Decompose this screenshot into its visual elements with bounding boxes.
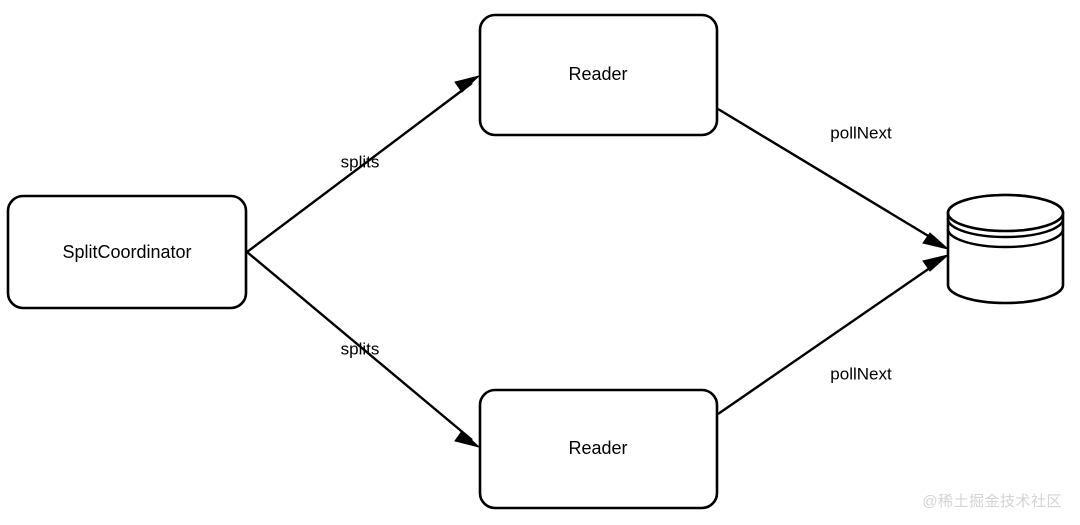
reader-bottom-box[interactable] bbox=[478, 388, 719, 510]
edge-label-splits-bottom: splits bbox=[341, 339, 380, 358]
edge-pollnext-bottom-line bbox=[717, 260, 941, 415]
node-datastore[interactable] bbox=[946, 193, 1065, 305]
edge-label-pollnext-bottom: pollNext bbox=[830, 364, 892, 383]
node-split-coordinator[interactable]: SplitCoordinator bbox=[6, 194, 248, 310]
edge-splits-bottom-arrowhead bbox=[454, 430, 481, 448]
edge-label-pollnext-top: pollNext bbox=[830, 123, 892, 142]
edge-pollnext-bottom bbox=[717, 254, 949, 415]
edge-label-splits-top: splits bbox=[341, 152, 380, 171]
edge-pollnext-bottom-arrowhead bbox=[922, 254, 949, 272]
edge-splits-top-line bbox=[246, 82, 473, 253]
edge-pollnext-top-line bbox=[717, 107, 941, 245]
datastore-ridge-2 bbox=[946, 227, 1065, 249]
edge-splits-bottom bbox=[246, 251, 481, 448]
edge-splits-top bbox=[246, 75, 481, 253]
edge-pollnext-top-arrowhead bbox=[922, 232, 949, 250]
watermark: @稀土掘金技术社区 bbox=[922, 493, 1062, 510]
edge-splits-top-arrowhead bbox=[454, 75, 481, 93]
node-reader-top[interactable]: Reader bbox=[478, 13, 719, 137]
edge-pollnext-top bbox=[717, 107, 949, 250]
split-coordinator-label: SplitCoordinator bbox=[62, 242, 191, 262]
datastore-ridge-1 bbox=[946, 217, 1065, 239]
reader-top-label: Reader bbox=[568, 64, 627, 84]
datastore-top-ellipse bbox=[946, 193, 1065, 233]
split-coordinator-box[interactable] bbox=[6, 194, 248, 310]
reader-bottom-label: Reader bbox=[568, 438, 627, 458]
edge-splits-bottom-line bbox=[246, 251, 473, 441]
reader-top-box[interactable] bbox=[478, 13, 719, 137]
node-reader-bottom[interactable]: Reader bbox=[478, 388, 719, 510]
